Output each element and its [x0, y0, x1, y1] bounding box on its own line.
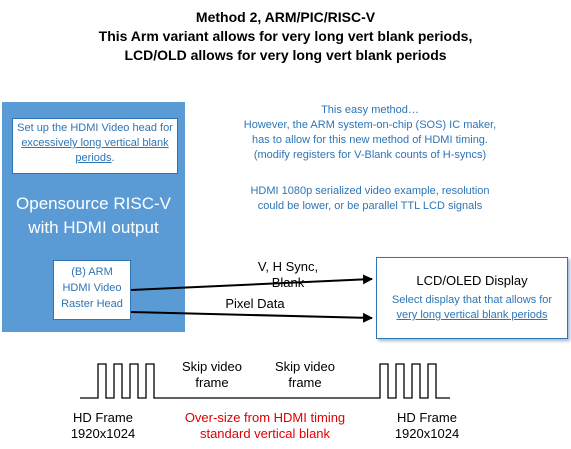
title-line-3: LCD/OLD allows for very long vert blank … [124, 47, 447, 63]
oversize-blank-note: Over-size from HDMI timing standard vert… [160, 410, 370, 442]
description-paragraph-2: HDMI 1080p serialized video example, res… [220, 184, 520, 214]
lcd-display-subtitle: Select display that that allows for very… [377, 293, 567, 323]
raster-head-line-1: (B) ARM [71, 266, 113, 278]
description-line: This easy method… [321, 104, 419, 116]
skip-frame-label-2: Skip video frame [265, 359, 345, 391]
sync-label: V, H Sync, Blank [228, 259, 348, 291]
skip-frame-1-line-1: Skip video [182, 359, 242, 374]
right-hd-frame-label: HD Frame 1920x1024 [382, 410, 472, 442]
description-line: (modify registers for V-Blank counts of … [253, 149, 487, 161]
lcd-display-sub-line-1: Select display that that allows for [391, 294, 553, 306]
description-paragraph-1: This easy method… However, the ARM syste… [220, 103, 520, 163]
right-frame-waveform [365, 363, 450, 399]
sync-arrow [130, 274, 373, 291]
left-hd-frame-label: HD Frame 1920x1024 [58, 410, 148, 442]
raster-head-line-2: HDMI Video [62, 282, 122, 294]
lcd-display-sub-line-2: very long vertical blank periods [396, 309, 548, 321]
oversize-note-line-1: Over-size from HDMI timing [184, 410, 346, 425]
raster-head-box: (B) ARM HDMI Video Raster Head [53, 260, 131, 320]
setup-note-prefix: Set up the HDMI Video head for [17, 122, 173, 134]
description-line: HDMI 1080p serialized video example, res… [250, 185, 490, 197]
left-hd-frame-line-2: 1920x1024 [70, 426, 136, 441]
setup-note-suffix: . [111, 152, 115, 164]
setup-note: Set up the HDMI Video head for excessive… [12, 118, 178, 174]
setup-note-link: excessively long vertical blank periods [21, 137, 169, 164]
pixel-data-arrow [130, 311, 373, 323]
skip-frame-1-line-2: frame [195, 375, 229, 390]
description-line: has to allow for this new method of HDMI… [252, 134, 488, 146]
sync-label-line-1: V, H Sync, [257, 259, 319, 274]
lcd-display-title: LCD/OLED Display [416, 273, 528, 288]
source-label-line-2: with HDMI output [28, 218, 159, 237]
raster-head-line-3: Raster Head [61, 298, 123, 310]
lcd-display-box: LCD/OLED Display Select display that tha… [376, 257, 568, 339]
pixel-data-label: Pixel Data [225, 296, 285, 311]
sync-label-line-2: Blank [271, 275, 305, 290]
right-hd-frame-line-1: HD Frame [397, 410, 457, 425]
skip-frame-2-line-1: Skip video [275, 359, 335, 374]
oversize-note-line-2: standard vertical blank [199, 426, 331, 441]
title-line-2: This Arm variant allows for very long ve… [98, 28, 473, 44]
source-block-label: Opensource RISC-V with HDMI output [2, 192, 185, 240]
left-hd-frame-line-1: HD Frame [73, 410, 133, 425]
skip-frame-2-line-2: frame [288, 375, 322, 390]
description-line: However, the ARM system-on-chip (SOS) IC… [243, 119, 497, 131]
source-label-line-1: Opensource RISC-V [16, 194, 171, 213]
right-hd-frame-line-2: 1920x1024 [394, 426, 460, 441]
skip-frame-label-1: Skip video frame [172, 359, 252, 391]
description-line: could be lower, or be parallel TTL LCD s… [257, 200, 483, 212]
left-frame-waveform [80, 363, 162, 399]
title-line-1: Method 2, ARM/PIC/RISC-V [195, 9, 376, 25]
